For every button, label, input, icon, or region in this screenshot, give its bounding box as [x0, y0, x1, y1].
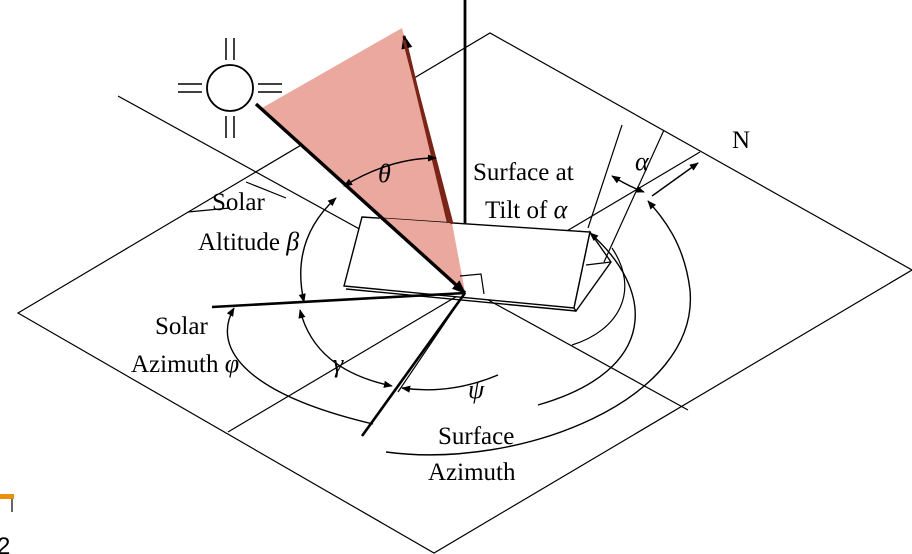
- sun-ray: [254, 102, 467, 295]
- surface-azimuth-label-line1: Surface: [438, 423, 514, 450]
- solar-azimuth-label-line1: Solar: [155, 313, 208, 340]
- south-line: [360, 292, 467, 437]
- surface-azimuth-label-line2: Azimuth: [428, 459, 516, 486]
- tilt-alpha-symbol: α: [554, 195, 569, 224]
- collector-side: [573, 230, 612, 313]
- normal-edge: [402, 39, 454, 225]
- corner-fragment-text: 2: [0, 533, 10, 554]
- surface-azimuth-arc: [537, 232, 636, 406]
- surface-tilt-label-line1: Surface at: [473, 159, 574, 186]
- alpha-symbol: α: [635, 147, 650, 176]
- altitude-beta-arc: [298, 197, 337, 303]
- sun-horizontal-projection: [211, 291, 466, 309]
- gamma-arc: [298, 309, 393, 388]
- solar-altitude-label-line1: Solar: [212, 189, 265, 216]
- leader-line: [187, 207, 231, 213]
- psi-symbol: ψ: [468, 375, 485, 404]
- beta-symbol: β: [285, 227, 299, 256]
- surface-tilt-label-line2: Tilt of α: [485, 195, 569, 224]
- surface-azimuth-arc-outer: [385, 200, 691, 456]
- north-label: N: [732, 127, 750, 154]
- leader-line: [245, 181, 287, 199]
- tilt-alpha-arrow: [611, 175, 645, 193]
- collector-surface: [343, 216, 591, 309]
- solar-altitude-label-line2: Altitude β: [198, 227, 299, 256]
- right-angle-marker: [459, 273, 485, 295]
- tilt-reference-line: [603, 129, 665, 263]
- phi-symbol: φ: [225, 349, 239, 378]
- theta-symbol: θ: [378, 159, 391, 188]
- solar-azimuth-phi-arc: [226, 307, 374, 425]
- gamma-symbol: γ: [333, 349, 344, 378]
- psi-arc: [401, 374, 499, 393]
- normal-projection: [397, 292, 466, 393]
- collector-side-edge: [585, 261, 612, 266]
- surface-arc-inner: [571, 247, 626, 346]
- tilt-arrow: [651, 162, 699, 197]
- sun-icon: [178, 38, 282, 138]
- tilt-reference-line: [587, 124, 623, 229]
- corner-accent-bar: [0, 494, 14, 499]
- solar-azimuth-label-line2: Azimuth φ: [131, 349, 239, 378]
- theta-arc: [343, 154, 437, 187]
